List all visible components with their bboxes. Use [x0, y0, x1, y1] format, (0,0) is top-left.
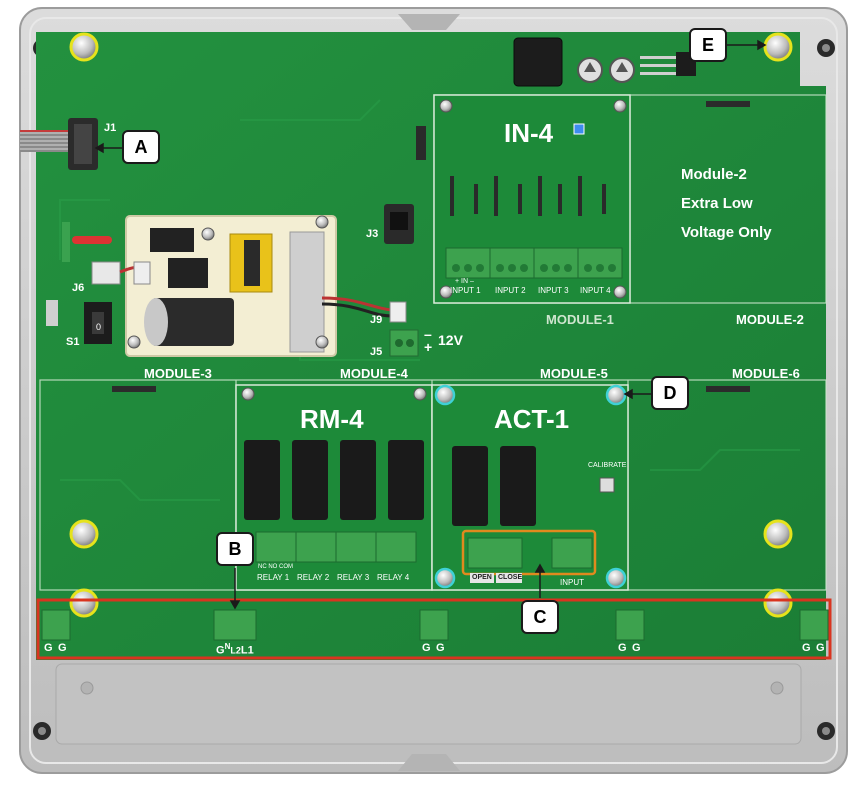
act1-calibrate: CALIBRATE — [588, 462, 627, 469]
terminal-g-8: G — [816, 642, 825, 654]
j9-label: J9 — [370, 314, 383, 326]
bottom-terminal-strip — [36, 598, 832, 660]
rm4-title: RM-4 — [300, 404, 364, 434]
ribbon-cable — [20, 118, 98, 170]
j3-label: J3 — [366, 228, 379, 240]
in4-input-4: INPUT 4 — [580, 286, 611, 295]
act1-module — [431, 384, 629, 591]
switch-zero-label: 0 — [96, 322, 102, 332]
in4-polarity: + IN – — [455, 278, 474, 285]
module-2-note-line1: Module-2 — [681, 166, 747, 183]
rm4-contacts: NC NO COM — [258, 564, 293, 570]
module-4-label: MODULE-4 — [340, 366, 408, 381]
j6-label: J6 — [72, 282, 85, 294]
module-2-note-line3: Voltage Only — [681, 224, 772, 241]
rm4-relay-3: RELAY 3 — [337, 573, 370, 582]
terminal-g-3: G — [422, 642, 431, 654]
act1-title: ACT-1 — [494, 404, 570, 434]
terminal-g-5: G — [618, 642, 627, 654]
terminal-g-7: G — [802, 642, 811, 654]
power-supply — [72, 215, 407, 357]
terminal-g-label: G — [216, 644, 225, 657]
j5-connector — [389, 329, 419, 357]
top-components — [416, 37, 696, 160]
s1-switch — [46, 222, 112, 344]
voltage-label: 12V — [438, 332, 463, 348]
terminal-g-1: G — [44, 642, 53, 654]
act1-terminal-highlight — [461, 529, 597, 576]
j1-label: J1 — [104, 122, 117, 134]
terminal-g-2: G — [58, 642, 67, 654]
in4-module — [433, 94, 631, 304]
module-6-label: MODULE-6 — [732, 366, 800, 381]
in4-title: IN-4 — [504, 118, 554, 148]
act1-close: CLOSE — [498, 574, 523, 581]
terminal-l2-label: L2 — [230, 645, 241, 656]
terminal-g-4: G — [436, 642, 445, 654]
callout-b: B — [216, 532, 254, 566]
callout-e: E — [689, 28, 727, 62]
rm4-relay-4: RELAY 4 — [377, 573, 410, 582]
module-2-note-line2: Extra Low — [681, 195, 753, 212]
module-5-label: MODULE-5 — [540, 366, 608, 381]
module-2-note: Module-2 Extra Low Voltage Only — [681, 160, 772, 247]
j3-jack — [384, 204, 414, 244]
callout-c: C — [521, 600, 559, 634]
power-terminal-labels: GNL2L1 — [216, 642, 254, 657]
act1-input: INPUT — [560, 578, 584, 587]
module-3-label: MODULE-3 — [144, 366, 212, 381]
in4-input-2: INPUT 2 — [495, 286, 526, 295]
act1-open: OPEN — [472, 574, 492, 581]
s1-label: S1 — [66, 336, 80, 348]
module-2-label: MODULE-2 — [736, 312, 804, 327]
mounting-screws — [69, 32, 793, 618]
callout-a: A — [122, 130, 160, 164]
rm4-module — [235, 384, 433, 591]
j5-minus: – — [424, 326, 432, 342]
in4-input-1: INPUT 1 — [450, 286, 481, 295]
j5-label: J5 — [370, 346, 383, 358]
callout-arrows — [94, 39, 767, 610]
in4-input-3: INPUT 3 — [538, 286, 569, 295]
module-1-label: MODULE-1 — [546, 312, 614, 327]
terminal-g-6: G — [632, 642, 641, 654]
callout-d: D — [651, 376, 689, 410]
rm4-relay-2: RELAY 2 — [297, 573, 330, 582]
terminal-n-label: N — [224, 642, 231, 651]
terminal-l1-label: L1 — [240, 644, 254, 657]
j5-plus: + — [424, 339, 433, 355]
rm4-relay-1: RELAY 1 — [257, 573, 290, 582]
